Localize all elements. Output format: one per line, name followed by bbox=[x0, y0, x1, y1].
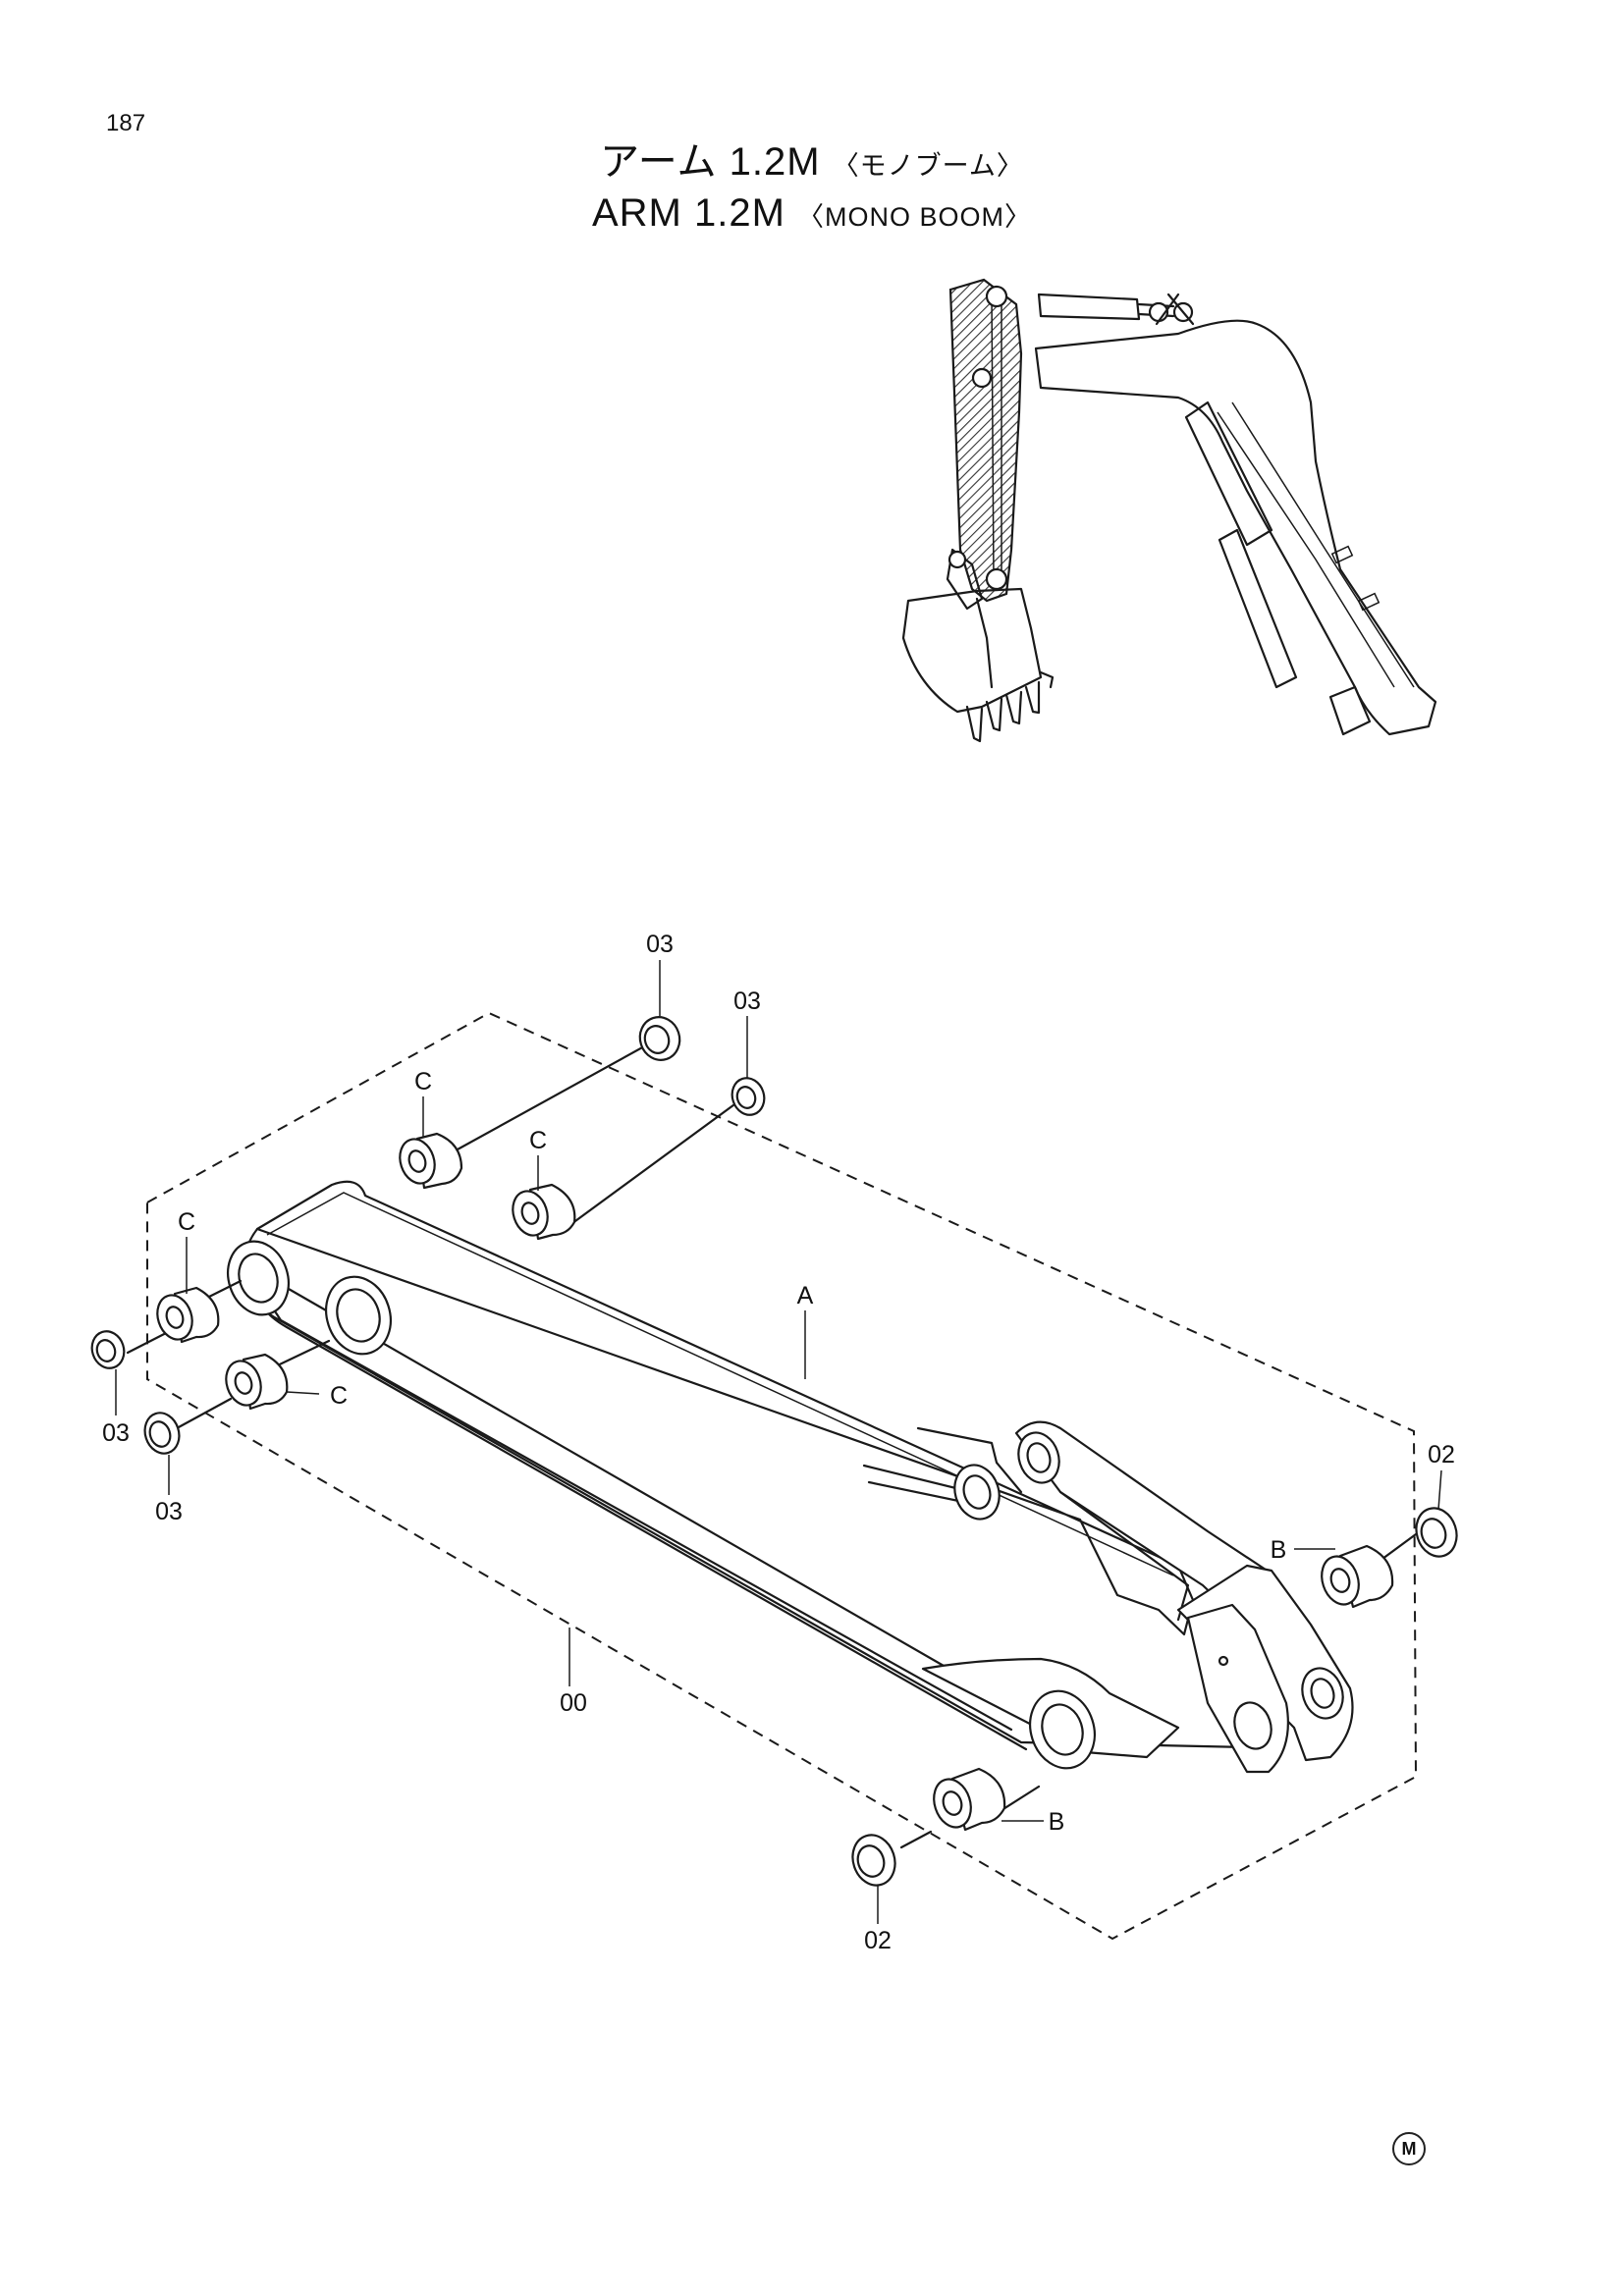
assembly-boundary bbox=[146, 1011, 1418, 1941]
callout-c-lower: C bbox=[330, 1382, 348, 1410]
callout-b-lower: B bbox=[1049, 1808, 1065, 1836]
bushing-c-1 bbox=[399, 1132, 463, 1190]
highlighted-arm bbox=[948, 278, 1023, 603]
title-english-sub: 〈MONO BOOM〉 bbox=[797, 202, 1033, 232]
title-japanese-main: アーム 1.2M bbox=[600, 140, 821, 184]
callout-b-right: B bbox=[1271, 1536, 1287, 1564]
page-number: 187 bbox=[106, 110, 146, 136]
bushing-c-4 bbox=[225, 1353, 289, 1411]
boom-cylinder bbox=[1184, 400, 1273, 547]
callout-c-left: C bbox=[178, 1208, 195, 1236]
boom-outline bbox=[1034, 319, 1437, 736]
seal-02-1 bbox=[1415, 1507, 1458, 1558]
callout-00: 00 bbox=[560, 1689, 587, 1717]
callout-03-lower: 03 bbox=[155, 1498, 183, 1525]
title-english-main: ARM 1.2M bbox=[591, 191, 785, 235]
callout-03-left: 03 bbox=[102, 1419, 130, 1447]
seal-03-4 bbox=[143, 1412, 181, 1455]
arm-assembly: 03 03 C C C C 03 03 A 02 B B 00 02 bbox=[90, 931, 1458, 1954]
bushing-c-3 bbox=[156, 1286, 220, 1344]
seal-03-1 bbox=[638, 1016, 681, 1061]
arm-body-top bbox=[255, 1180, 1195, 1636]
title-english: ARM 1.2M 〈MONO BOOM〉 bbox=[0, 191, 1624, 236]
excavator-location-illustration bbox=[901, 278, 1437, 743]
manufacturer-mark: M bbox=[1392, 2132, 1426, 2165]
bushing-b-2 bbox=[933, 1767, 1006, 1832]
callout-a: A bbox=[797, 1282, 814, 1309]
title-japanese: アーム 1.2M 〈モノブーム〉 bbox=[0, 130, 1624, 187]
callout-02-lower: 02 bbox=[864, 1927, 892, 1954]
callout-leaders bbox=[115, 960, 1442, 1924]
callout-c-middle: C bbox=[529, 1127, 547, 1154]
callout-02-right: 02 bbox=[1428, 1441, 1455, 1468]
seal-03-2 bbox=[731, 1077, 766, 1116]
arm-cylinder bbox=[1037, 293, 1141, 321]
title-japanese-sub: 〈モノブーム〉 bbox=[832, 151, 1024, 181]
callout-c-top: C bbox=[414, 1068, 432, 1095]
bucket bbox=[901, 587, 1043, 714]
seal-02-2 bbox=[851, 1834, 896, 1887]
callout-03-second: 03 bbox=[733, 988, 761, 1015]
callout-03-top: 03 bbox=[646, 931, 674, 958]
seal-03-3 bbox=[90, 1330, 126, 1369]
bushing-c-2 bbox=[512, 1183, 576, 1241]
bushing-b-1 bbox=[1321, 1544, 1394, 1609]
